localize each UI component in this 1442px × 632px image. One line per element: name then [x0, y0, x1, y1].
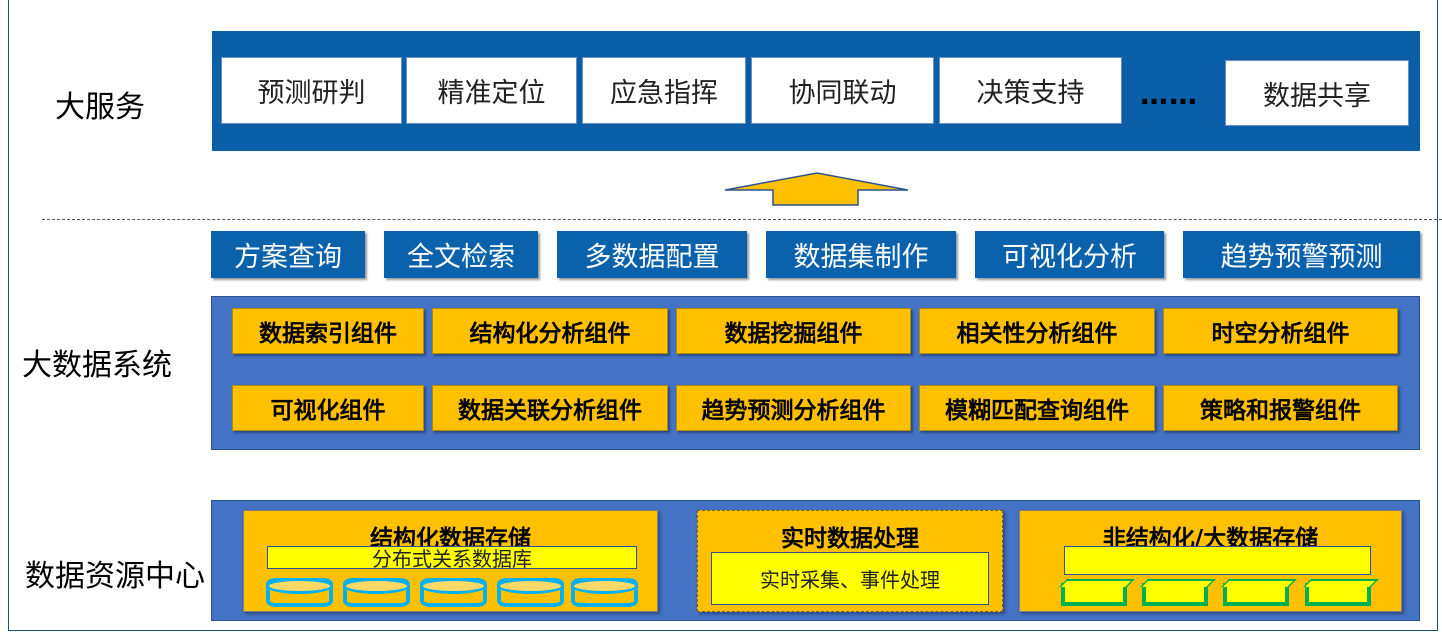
component-box: 可视化组件 [232, 385, 424, 431]
component-box: 相关性分析组件 [919, 308, 1155, 354]
realtime-title: 实时数据处理 [781, 526, 919, 552]
component-box: 时空分析组件 [1163, 308, 1398, 354]
service-item: 应急指挥 [582, 57, 746, 124]
service-item: 决策支持 [939, 57, 1122, 124]
component-box: 模糊匹配查询组件 [919, 385, 1155, 431]
database-icon [571, 578, 638, 607]
database-icon [497, 578, 564, 607]
function-box: 全文检索 [384, 231, 538, 278]
diagram-border [8, 0, 1438, 631]
service-item: 精准定位 [406, 57, 577, 124]
component-box: 策略和报警组件 [1163, 385, 1398, 431]
function-box: 可视化分析 [975, 231, 1164, 278]
layer-label-service: 大服务 [55, 90, 145, 125]
function-box: 趋势预警预测 [1183, 231, 1420, 278]
realtime-sub-box: 实时采集、事件处理 [711, 552, 989, 605]
function-box: 方案查询 [211, 231, 365, 278]
function-box: 多数据配置 [557, 231, 747, 278]
database-icon [266, 578, 333, 607]
distributed-db-bar: 分布式关系数据库 [267, 546, 637, 571]
unstructured-bar [1064, 546, 1371, 575]
component-box: 结构化分析组件 [432, 308, 668, 354]
divider-line [42, 219, 1442, 220]
database-icon [343, 578, 410, 607]
up-arrow-icon [724, 172, 909, 206]
database-icon [420, 578, 487, 607]
storage-block-icon [1142, 583, 1208, 606]
component-box: 趋势预测分析组件 [676, 385, 911, 431]
function-box: 数据集制作 [766, 231, 956, 278]
layer-label-resource: 数据资源中心 [25, 559, 205, 594]
layer-label-bigdata: 大数据系统 [22, 348, 172, 383]
service-item: 预测研判 [221, 57, 402, 124]
storage-block-icon [1305, 583, 1371, 606]
component-box: 数据关联分析组件 [432, 385, 668, 431]
component-box: 数据挖掘组件 [676, 308, 911, 354]
component-box: 数据索引组件 [232, 308, 424, 354]
storage-block-icon [1223, 583, 1289, 606]
ellipsis: …… [1140, 78, 1198, 111]
service-item: 数据共享 [1225, 60, 1409, 126]
service-item: 协同联动 [751, 57, 934, 124]
storage-block-icon [1061, 583, 1127, 606]
